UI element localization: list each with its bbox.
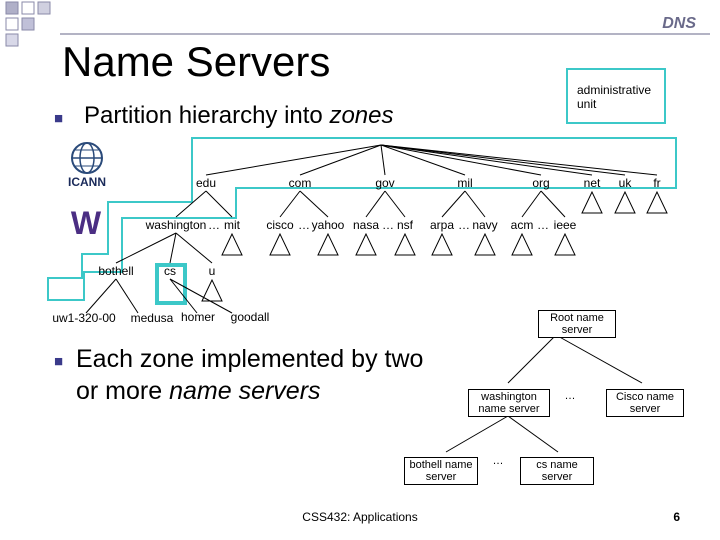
cs-zone-highlight [155, 263, 187, 305]
domain-label-acm: acm [511, 218, 534, 232]
domain-label-nsf: nsf [397, 218, 414, 232]
server-ellipsis: … [564, 390, 576, 402]
domain-label-u: u [209, 264, 216, 278]
domain-label-ieee: ieee [554, 218, 577, 232]
bullet-text-zones: Partition hierarchy into zones [84, 102, 394, 129]
domain-label-arpa: arpa [430, 218, 454, 232]
domain-label-nasa: nasa [353, 218, 379, 232]
host-label-homer: homer [181, 310, 215, 324]
bothell-name-server: bothell name server [404, 457, 478, 485]
icann-logo: ICANN [68, 142, 106, 189]
domain-label-uk: uk [619, 176, 633, 190]
svg-text:…: … [458, 218, 470, 232]
domain-label-washington: washington [145, 218, 207, 232]
svg-text:…: … [298, 218, 310, 232]
bullet-marker: ■ [54, 353, 64, 370]
domain-label-edu: edu [196, 176, 216, 190]
svg-text:ICANN: ICANN [68, 175, 106, 189]
domain-label-gov: gov [375, 176, 394, 190]
domain-label-org: org [532, 176, 549, 190]
svg-text:…: … [208, 218, 220, 232]
footer-text: CSS432: Applications [302, 510, 418, 524]
domain-label-com: com [289, 176, 312, 190]
slide-title: Name Servers [62, 38, 331, 85]
svg-text:…: … [537, 218, 549, 232]
uw-logo: W [71, 206, 102, 240]
domain-label-net: net [584, 176, 601, 190]
root-name-server: Root name server [538, 310, 616, 338]
domain-label-cs: cs [164, 264, 176, 278]
host-label-medusa: medusa [131, 311, 174, 325]
host-label-uw1-320-00: uw1-320-00 [52, 311, 116, 325]
domain-label-cisco: cisco [266, 218, 294, 232]
domain-label-yahoo: yahoo [312, 218, 345, 232]
svg-text:W: W [71, 206, 102, 240]
page-number: 6 [673, 510, 680, 524]
bullet-marker: ■ [54, 110, 64, 127]
header-rule [60, 33, 710, 35]
corner-decoration [5, 1, 51, 47]
zone-highlight [47, 137, 677, 301]
server-ellipsis: … [492, 455, 504, 467]
domain-label-bothell: bothell [98, 264, 133, 278]
svg-text:…: … [382, 218, 394, 232]
domain-label-fr: fr [653, 176, 660, 190]
bullet-text-name-servers: Each zone implemented by two or more nam… [76, 345, 424, 405]
host-label-goodall: goodall [231, 310, 270, 324]
administrative-unit-callout: administrative unit [566, 68, 666, 124]
cisco-name-server: Cisco name server [606, 389, 684, 417]
domain-label-mit: mit [224, 218, 241, 232]
domain-label-navy: navy [472, 218, 497, 232]
washington-name-server: washington name server [468, 389, 550, 417]
domain-label-mil: mil [457, 176, 472, 190]
section-tag: DNS [662, 15, 696, 32]
cs-name-server: cs name server [520, 457, 594, 485]
